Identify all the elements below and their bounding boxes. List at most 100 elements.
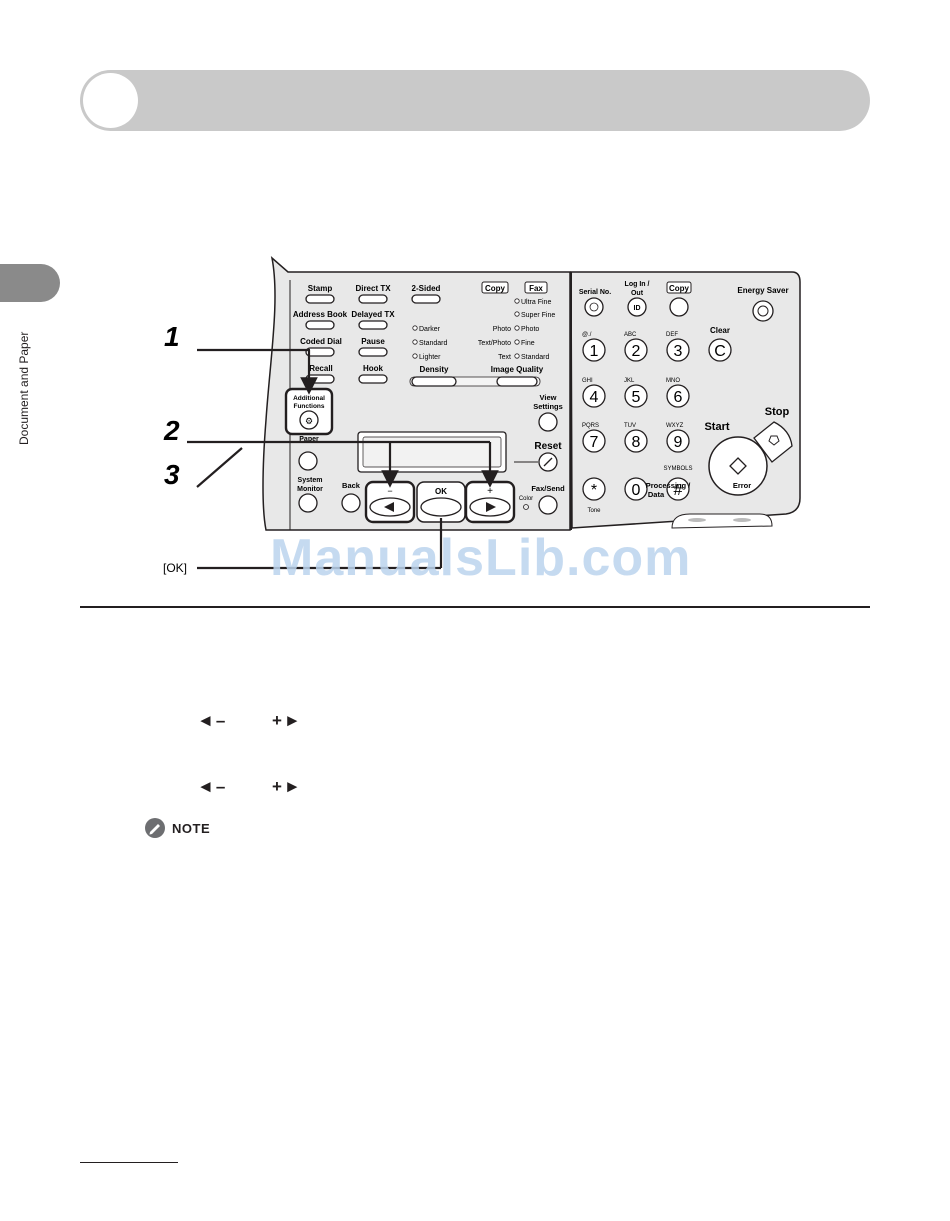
system-label-2: Monitor <box>297 486 323 493</box>
photo-quality-label: Photo <box>493 326 511 333</box>
log-in-label-1: Log In / <box>625 281 650 288</box>
keypad-key-7[interactable] <box>624 429 648 453</box>
keypad-key-9-label: * <box>591 482 597 499</box>
address-book-button[interactable] <box>305 320 335 330</box>
super-fine-label: Super Fine <box>521 312 555 319</box>
energy-saver-label: Energy Saver <box>737 286 788 295</box>
section-number-circle <box>83 73 138 128</box>
text-photo-quality-label: Text/Photo <box>478 340 511 347</box>
key-2-letters: DEF <box>666 332 678 338</box>
standard-density-label: Standard <box>419 340 448 347</box>
keypad-key-2[interactable] <box>666 338 690 362</box>
res-photo-label: Photo <box>521 326 539 333</box>
darker-label: Darker <box>419 326 441 333</box>
ok-key[interactable] <box>420 497 462 517</box>
hook-button[interactable] <box>358 374 388 384</box>
keypad-key-11[interactable] <box>666 477 690 501</box>
view-label-1: View <box>540 393 557 402</box>
density-label: Density <box>420 365 449 374</box>
log-in-label-2: Out <box>631 290 644 297</box>
pause-label: Pause <box>361 337 385 346</box>
keypad-key-0[interactable] <box>582 338 606 362</box>
pencil-note-icon <box>145 818 165 838</box>
symbols-label: SYMBOLS <box>663 466 692 472</box>
keypad-key-8[interactable] <box>666 429 690 453</box>
key-7-letters: TUV <box>624 423 636 429</box>
step1-callout: 1 <box>164 321 180 352</box>
res-standard-label: Standard <box>521 354 550 361</box>
energy-saver-button[interactable] <box>752 300 774 322</box>
section-divider <box>80 606 870 608</box>
view-settings-button[interactable] <box>538 412 558 432</box>
coded-dial-label: Coded Dial <box>300 337 342 346</box>
processing-label-2: Data <box>648 490 665 499</box>
keypad-key-3-label: 4 <box>590 389 599 406</box>
keypad-key-3[interactable] <box>582 384 606 408</box>
back-button[interactable] <box>341 493 361 513</box>
stop-button[interactable] <box>753 421 793 463</box>
copy-key-button[interactable] <box>669 297 689 317</box>
key-3-letters: GHI <box>582 378 593 384</box>
reset-label: Reset <box>534 441 562 452</box>
recall-button[interactable] <box>305 374 335 384</box>
keypad-key-5-label: 6 <box>674 389 683 406</box>
clear-label: Clear <box>710 326 730 335</box>
control-panel-illustration: Stamp Direct TX 2-Sided Copy Fax Ultra F… <box>163 256 801 575</box>
paper-select-button[interactable] <box>298 451 318 471</box>
image-quality-button[interactable] <box>496 376 538 387</box>
stamp-button[interactable] <box>305 294 335 304</box>
key-5-letters: MNO <box>666 378 680 384</box>
keypad-key-1-label: 2 <box>632 343 641 360</box>
fax-mode-label: Fax <box>529 284 543 293</box>
key-0-letters: @./ <box>582 332 592 338</box>
additional-functions-button[interactable] <box>299 410 319 430</box>
coded-dial-button[interactable] <box>305 347 335 357</box>
delayed-tx-button[interactable] <box>358 320 388 330</box>
system-monitor-button[interactable] <box>298 493 318 513</box>
color-label: Color <box>519 496 533 502</box>
id-icon-label: ID <box>634 305 641 312</box>
section-title-bar <box>80 70 870 131</box>
footer-rule <box>80 1162 178 1163</box>
direct-tx-button[interactable] <box>358 294 388 304</box>
two-sided-button[interactable] <box>411 294 441 304</box>
start-label: Start <box>704 421 729 433</box>
note-label: NOTE <box>172 820 211 836</box>
minus-label: − <box>387 486 392 496</box>
keypad-key-6[interactable] <box>582 429 606 453</box>
serial-no-label: Serial No. <box>579 289 611 296</box>
keypad-key-9[interactable] <box>582 477 606 501</box>
log-in-out-button[interactable] <box>627 297 647 317</box>
serial-no-button[interactable] <box>584 297 604 317</box>
system-label-1: System <box>298 477 323 484</box>
chapter-label: Document and Paper <box>17 331 31 445</box>
lighter-label: Lighter <box>419 354 441 361</box>
note-heading: NOTE <box>144 817 210 839</box>
ok-key-label: OK <box>435 487 447 496</box>
pause-button[interactable] <box>358 347 388 357</box>
clear-button[interactable] <box>708 338 732 362</box>
keypad-key-8-label: 9 <box>674 434 683 451</box>
keypad-key-1[interactable] <box>624 338 648 362</box>
density-button[interactable] <box>411 376 457 387</box>
start-button[interactable] <box>708 436 768 496</box>
step2-callout: 2 <box>163 415 180 446</box>
copy-key-label: Copy <box>669 284 690 293</box>
keypad-key-2-label: 3 <box>674 343 683 360</box>
fax-send-button[interactable] <box>538 495 558 515</box>
key-8-letters: WXYZ <box>666 423 684 429</box>
plus-right-arrow-row1: +► <box>272 711 303 730</box>
keypad-key-4[interactable] <box>624 384 648 408</box>
plus-label: + <box>487 486 493 497</box>
keypad-key-11-label: # <box>674 482 683 499</box>
error-lamp <box>733 518 751 522</box>
processing-label-1: Processing / <box>646 481 692 490</box>
keypad-key-10[interactable] <box>624 477 648 501</box>
keypad-key-5[interactable] <box>666 384 690 408</box>
step3-callout: 3 <box>164 459 180 490</box>
fax-send-label: Fax/Send <box>531 484 565 493</box>
hook-label: Hook <box>363 364 384 373</box>
copy-mode-label: Copy <box>485 284 506 293</box>
ultra-fine-label: Ultra Fine <box>521 299 551 306</box>
left-minus-arrow-row2: ◄– <box>197 777 228 796</box>
